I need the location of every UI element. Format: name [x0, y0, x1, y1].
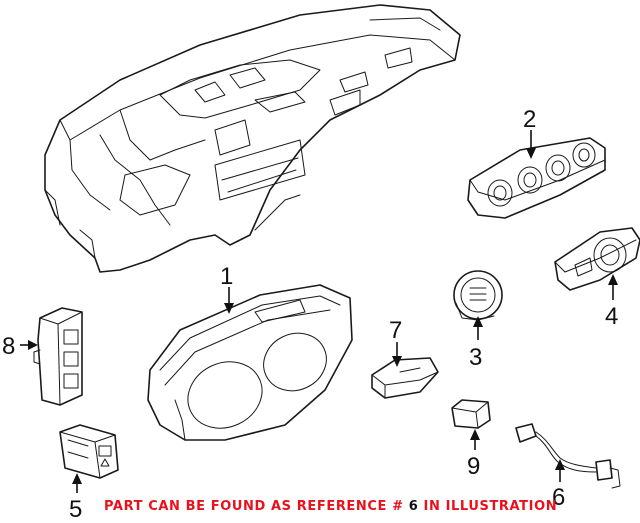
- callout-5: 5: [69, 496, 82, 523]
- reference-note: PART CAN BE FOUND AS REFERENCE # 6 IN IL…: [104, 499, 557, 514]
- dashboard-panel: [44, 4, 461, 273]
- callout-labels: 1 2 3 4 5 6 7 8 9: [2, 106, 618, 523]
- callout-6: 6: [552, 484, 565, 511]
- callout-8: 8: [2, 333, 15, 360]
- callout-1: 1: [220, 263, 233, 290]
- reference-note-number: 6: [408, 499, 419, 514]
- part-9-small-switch: [451, 399, 491, 429]
- part-8-switch-block: [33, 307, 83, 406]
- part-3-round-switch: [453, 270, 503, 321]
- part-2-climate-control-panel: [467, 137, 606, 219]
- callout-2: 2: [523, 106, 536, 133]
- reference-note-suffix: IN ILLUSTRATION: [418, 499, 558, 514]
- callout-4: 4: [605, 303, 618, 330]
- part-7-module: [371, 357, 439, 399]
- part-1-instrument-cluster: [147, 284, 353, 441]
- callout-9: 9: [467, 453, 480, 480]
- reference-note-prefix: PART CAN BE FOUND AS REFERENCE #: [104, 499, 409, 514]
- callout-3: 3: [469, 344, 482, 371]
- part-4-light-switch: [554, 227, 640, 291]
- callout-7: 7: [389, 317, 402, 344]
- part-6-wiring-harness: [515, 423, 621, 489]
- leader-lines: [20, 130, 618, 493]
- part-5-button-switch: [59, 424, 119, 479]
